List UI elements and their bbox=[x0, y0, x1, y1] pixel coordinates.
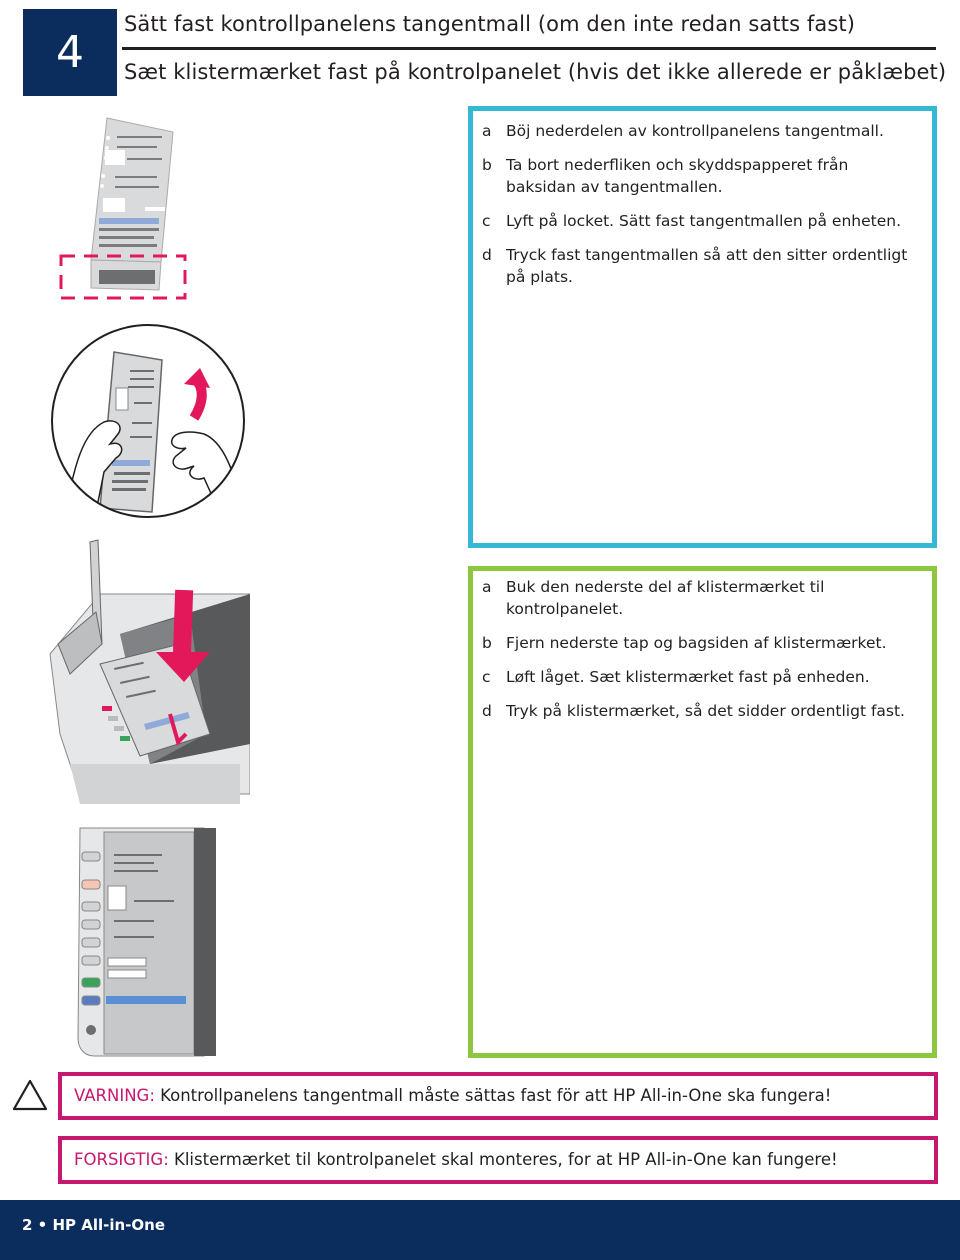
step-letter: d bbox=[482, 246, 492, 264]
step-text: Buk den nederste del af klistermærket ti… bbox=[506, 578, 825, 618]
warning-swedish: VARNING: Kontrollpanelens tangentmall må… bbox=[58, 1072, 938, 1120]
warning-text: Klistermærket til kontrolpanelet skal mo… bbox=[168, 1150, 838, 1169]
footer-bar: 2 • HP All-in-One bbox=[0, 1200, 960, 1260]
hands-bending-illustration bbox=[51, 324, 245, 518]
step-letter: c bbox=[482, 668, 491, 686]
warning-label: FORSIGTIG: bbox=[74, 1150, 169, 1169]
step-number-box: 4 bbox=[23, 9, 117, 96]
control-panel-illustration bbox=[77, 827, 216, 1057]
step-text: Ta bort nederfliken och skyddspapperet f… bbox=[506, 156, 849, 196]
step-number: 4 bbox=[56, 27, 84, 78]
step-letter: b bbox=[482, 634, 492, 652]
swedish-instructions-panel bbox=[468, 106, 937, 548]
step-letter: d bbox=[482, 702, 492, 720]
step-text: Fjern nederste tap og bagsiden af kliste… bbox=[506, 634, 887, 652]
template-illustration bbox=[59, 117, 187, 300]
step-item: b Fjern nederste tap og bagsiden af klis… bbox=[482, 632, 922, 654]
danish-steps-list: a Buk den nederste del af klistermærket … bbox=[482, 576, 922, 734]
step-letter: a bbox=[482, 122, 492, 140]
footer-page-label: 2 • HP All-in-One bbox=[22, 1216, 166, 1234]
step-text: Lyft på locket. Sätt fast tangentmallen … bbox=[506, 212, 902, 230]
warning-text: Kontrollpanelens tangentmall måste sätta… bbox=[154, 1086, 832, 1105]
warning-label: VARNING: bbox=[74, 1086, 155, 1105]
device-lid-illustration bbox=[49, 539, 250, 804]
step-text: Tryk på klistermærket, så det sidder ord… bbox=[506, 702, 905, 720]
step-item: d Tryck fast tangentmallen så att den si… bbox=[482, 244, 922, 288]
step-item: c Løft låget. Sæt klistermærket fast på … bbox=[482, 666, 922, 688]
step-item: a Buk den nederste del af klistermærket … bbox=[482, 576, 922, 620]
warning-triangle-icon bbox=[12, 1079, 48, 1111]
step-item: d Tryk på klistermærket, så det sidder o… bbox=[482, 700, 922, 722]
warning-danish: FORSIGTIG: Klistermærket til kontrolpane… bbox=[58, 1136, 938, 1184]
step-item: a Böj nederdelen av kontrollpanelens tan… bbox=[482, 120, 922, 142]
swedish-steps-list: a Böj nederdelen av kontrollpanelens tan… bbox=[482, 120, 922, 300]
danish-instructions-panel bbox=[468, 566, 937, 1058]
step-letter: b bbox=[482, 156, 492, 174]
step-item: b Ta bort nederfliken och skyddspapperet… bbox=[482, 154, 922, 198]
step-item: c Lyft på locket. Sätt fast tangentmalle… bbox=[482, 210, 922, 232]
title-danish: Sæt klistermærket fast på kontrolpanelet… bbox=[124, 60, 947, 84]
step-text: Tryck fast tangentmallen så att den sitt… bbox=[506, 246, 908, 286]
step-letter: a bbox=[482, 578, 492, 596]
step-letter: c bbox=[482, 212, 491, 230]
step-text: Böj nederdelen av kontrollpanelens tange… bbox=[506, 122, 884, 140]
title-swedish: Sätt fast kontrollpanelens tangentmall (… bbox=[124, 12, 856, 36]
step-text: Løft låget. Sæt klistermærket fast på en… bbox=[506, 668, 870, 686]
title-divider bbox=[122, 47, 936, 50]
